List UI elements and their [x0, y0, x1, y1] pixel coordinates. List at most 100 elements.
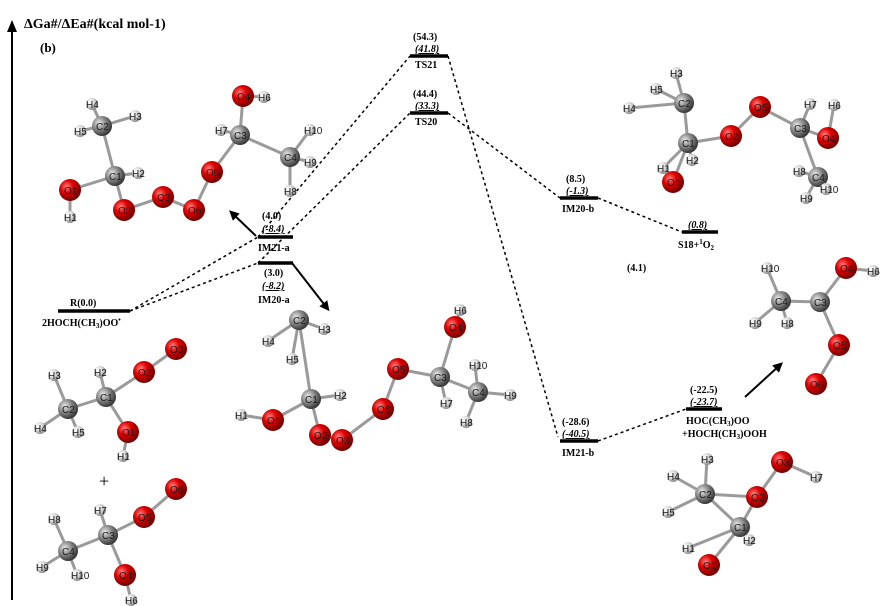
atom-label: O2 — [138, 368, 152, 379]
atom-label: O4 — [237, 92, 251, 103]
atom-label: H8 — [284, 187, 297, 198]
atom-label: H6 — [125, 596, 138, 606]
label-extra-value: (4.1) — [627, 263, 646, 274]
label-IM20b-e: (-1.3) — [566, 186, 589, 197]
atom-o1 — [262, 409, 284, 431]
atom-c3 — [230, 125, 250, 145]
atom-label: O1 — [703, 561, 717, 572]
atom-h1 — [235, 409, 247, 421]
atom-h8 — [284, 185, 296, 197]
atom-c1 — [301, 389, 321, 409]
atom-label: O4 — [449, 323, 463, 334]
atom-h9 — [304, 156, 316, 168]
label-R-sub: 2HOCH(CH3)OO• — [42, 316, 121, 330]
atom-label: H6 — [867, 267, 880, 278]
atom-h3 — [701, 453, 713, 465]
atom-h3 — [318, 323, 330, 335]
atom-label: H3 — [701, 455, 714, 466]
atom-h5 — [72, 426, 84, 438]
atom-label: H9 — [800, 194, 813, 205]
atom-label: C4 — [812, 173, 825, 184]
atom-label: O1 — [267, 416, 281, 427]
atom-label: C2 — [293, 316, 306, 327]
atom-label: H1 — [64, 213, 77, 224]
atom-h4 — [667, 470, 679, 482]
atom-label: O3 — [336, 436, 350, 447]
atom-label: O6 — [377, 405, 391, 416]
atom-label: O5 — [754, 103, 768, 114]
atom-h3 — [670, 67, 682, 79]
atom-label: O3 — [170, 345, 184, 356]
atom-label: H5 — [650, 85, 663, 96]
atom-c4 — [58, 541, 78, 561]
atom-label: C2 — [678, 99, 691, 110]
atom-label: H2 — [686, 156, 699, 167]
arrow-to-s18-structure — [744, 362, 783, 398]
atom-label: H4 — [667, 472, 680, 483]
atom-label: H9 — [36, 563, 49, 574]
atom-label: H3 — [670, 69, 683, 80]
label-TS20-g: (44.4) — [413, 89, 437, 100]
atom-label: O1 — [64, 186, 78, 197]
atom-label: O2 — [751, 493, 765, 504]
axis-title: ΔGa#/ΔEa#(kcal mol-1) — [24, 17, 166, 32]
atom-o5 — [828, 334, 850, 356]
atom-h1 — [657, 162, 669, 174]
atom-o1 — [698, 554, 720, 576]
label-IM20b-name: IM20-b — [562, 204, 595, 215]
label-TS21-name: TS21 — [415, 60, 437, 71]
atom-h6 — [828, 99, 840, 111]
atom-o3 — [152, 186, 174, 208]
label-IM20a-name: IM20-a — [258, 295, 290, 306]
label-IM21a-e: (-8.4) — [262, 224, 285, 235]
atom-label: H9 — [304, 158, 317, 169]
atom-h4 — [262, 335, 274, 347]
arrow-to-im20a-structure — [291, 262, 330, 312]
atom-label: O6 — [188, 206, 202, 217]
atom-label: H2 — [334, 391, 347, 402]
label-IM21a-g: (4.0) — [262, 211, 281, 222]
atom-h2 — [94, 366, 106, 378]
atom-label: H1 — [657, 164, 670, 175]
bond — [297, 319, 313, 400]
label-IM21b-g: (-28.6) — [562, 417, 590, 428]
atom-h5 — [286, 353, 298, 365]
atom-h5 — [74, 125, 86, 137]
atom-label: H2 — [132, 169, 145, 180]
label-R-name: R(0.0) — [70, 298, 96, 309]
atom-c2 — [695, 484, 715, 504]
atom-label: C4 — [62, 547, 75, 558]
atom-o1 — [662, 171, 684, 193]
atom-h6 — [454, 304, 466, 316]
atom-label: H8 — [793, 167, 806, 178]
atom-label: C1 — [734, 523, 747, 534]
atom-h5 — [662, 506, 674, 518]
atom-label: O3 — [157, 193, 171, 204]
atom-label: H10 — [71, 571, 90, 582]
atom-c4 — [771, 291, 791, 311]
atom-o4 — [835, 257, 857, 279]
atom-label: C1 — [305, 395, 318, 406]
atom-o6 — [183, 199, 205, 221]
atom-h10 — [304, 124, 316, 136]
arrow-to-im21a-structure — [229, 210, 257, 237]
atom-h4 — [86, 98, 98, 110]
atom-h2 — [743, 534, 755, 546]
atom-c3 — [98, 525, 118, 545]
y-axis-arrow-icon — [7, 20, 17, 32]
atom-o4 — [817, 127, 839, 149]
atom-c1 — [96, 387, 116, 407]
label-TS21-g: (54.3) — [413, 32, 437, 43]
atom-h2 — [686, 154, 698, 166]
atom-label: C3 — [102, 531, 115, 542]
atom-o5 — [749, 96, 771, 118]
atom-label: H5 — [286, 355, 299, 366]
label-IM20a-g: (3.0) — [264, 268, 283, 279]
atom-o3 — [331, 429, 353, 451]
atom-h8 — [460, 416, 472, 428]
atom-h3 — [129, 110, 141, 122]
label-IM21b-e: (-40.5) — [562, 429, 590, 440]
